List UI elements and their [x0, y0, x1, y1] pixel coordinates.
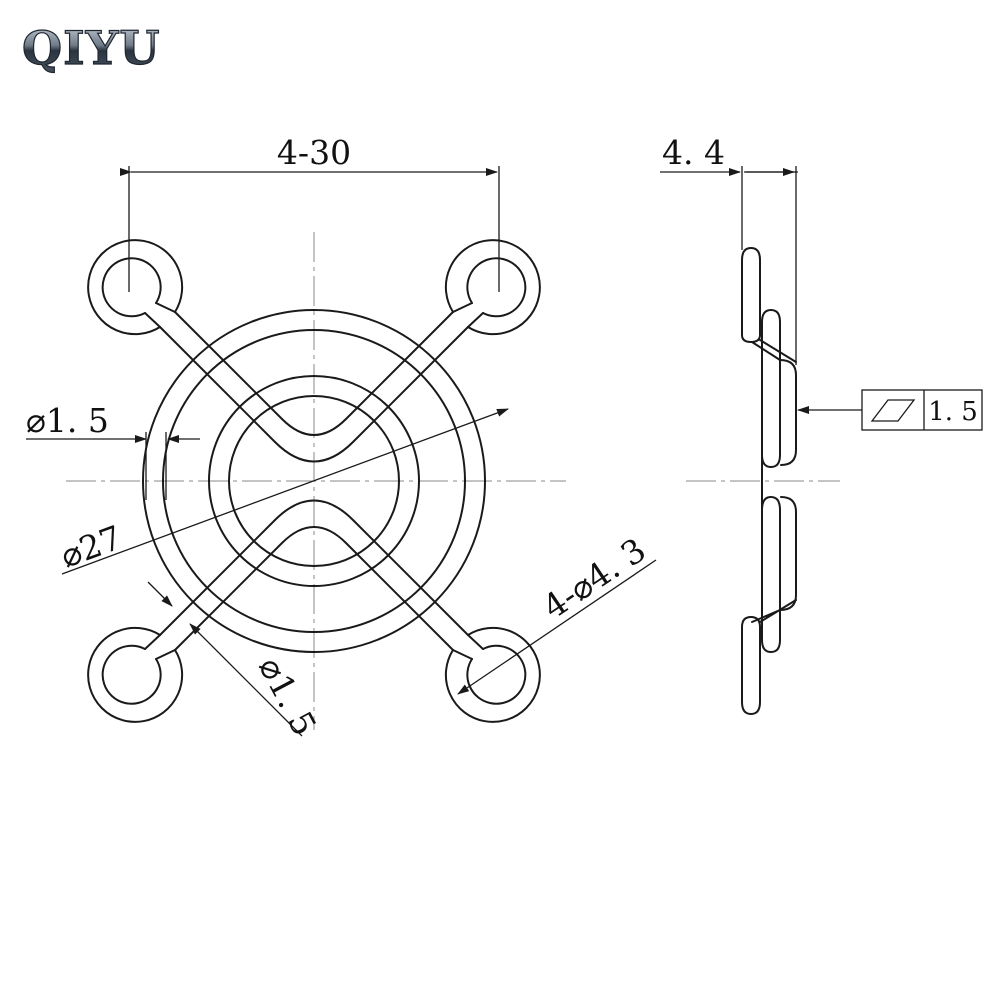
front-view: 4-30 ⌀1. 5 ⌀27 4-⌀4. 3 ⌀1. 5 — [26, 133, 657, 742]
side-wire-lower-left — [741, 616, 761, 715]
dim-thickness: 4. 4 — [660, 133, 798, 365]
lower-cross-wire — [159, 499, 469, 651]
eyelet-top-right — [444, 239, 541, 336]
side-wire-lower-right — [761, 496, 781, 653]
side-view: 4. 4 1. 5 — [660, 133, 983, 715]
brand-logo: QIYU — [22, 21, 161, 75]
eyelet-top-left — [87, 239, 184, 336]
side-wire-outer-upper — [779, 359, 797, 466]
side-wire-bend-upper — [751, 339, 797, 363]
inner-ring — [208, 375, 420, 587]
side-wire-upper-left — [741, 247, 761, 343]
upper-cross-wire — [159, 311, 469, 463]
eyelet-bottom-right — [444, 626, 541, 723]
dim-wire-dia-bottom: ⌀1. 5 — [147, 581, 324, 742]
label-hole-dia: 4-⌀4. 3 — [536, 530, 653, 627]
label-wire-dia-top: ⌀1. 5 — [26, 401, 109, 440]
flatness-callout: 1. 5 — [797, 389, 983, 431]
dim-hole-spacing: 4-30 — [120, 133, 500, 292]
side-wire-upper-right — [761, 309, 781, 468]
label-thickness: 4. 4 — [662, 133, 725, 172]
tolerance-frame — [861, 389, 983, 431]
label-hole-spacing: 4-30 — [277, 133, 351, 172]
outer-ring — [142, 309, 486, 653]
label-flatness-value: 1. 5 — [928, 397, 978, 427]
side-wire-outer-lower — [779, 496, 797, 611]
dim-outer-dia: ⌀27 — [55, 408, 509, 576]
dim-hole-dia: 4-⌀4. 3 — [457, 530, 657, 695]
eyelet-bottom-left — [87, 626, 184, 723]
side-wire-bend-lower — [751, 599, 797, 623]
flatness-icon — [870, 399, 916, 422]
dim-wire-dia-top: ⌀1. 5 — [26, 401, 200, 500]
label-outer-dia: ⌀27 — [55, 518, 126, 576]
